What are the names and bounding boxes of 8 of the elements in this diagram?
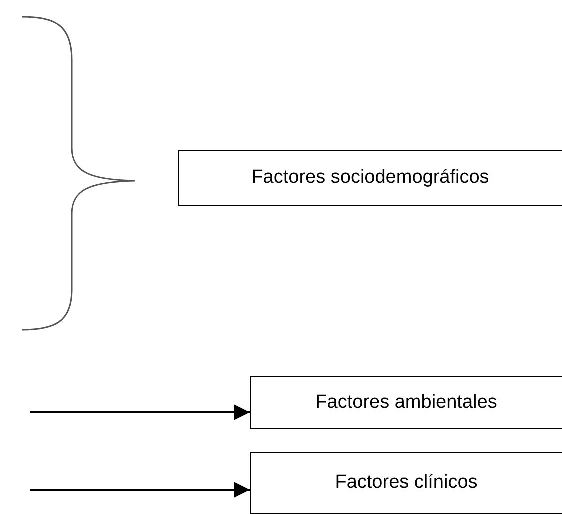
factor-box [178, 150, 562, 206]
factor-box [250, 376, 562, 429]
arrow [30, 404, 250, 420]
factor-label: Factores sociodemográficos [252, 167, 490, 189]
factor-label: Factores clínicos [335, 472, 478, 494]
arrow [30, 482, 250, 498]
factor-box [250, 452, 562, 514]
factor-label: Factores ambientales [316, 392, 498, 414]
